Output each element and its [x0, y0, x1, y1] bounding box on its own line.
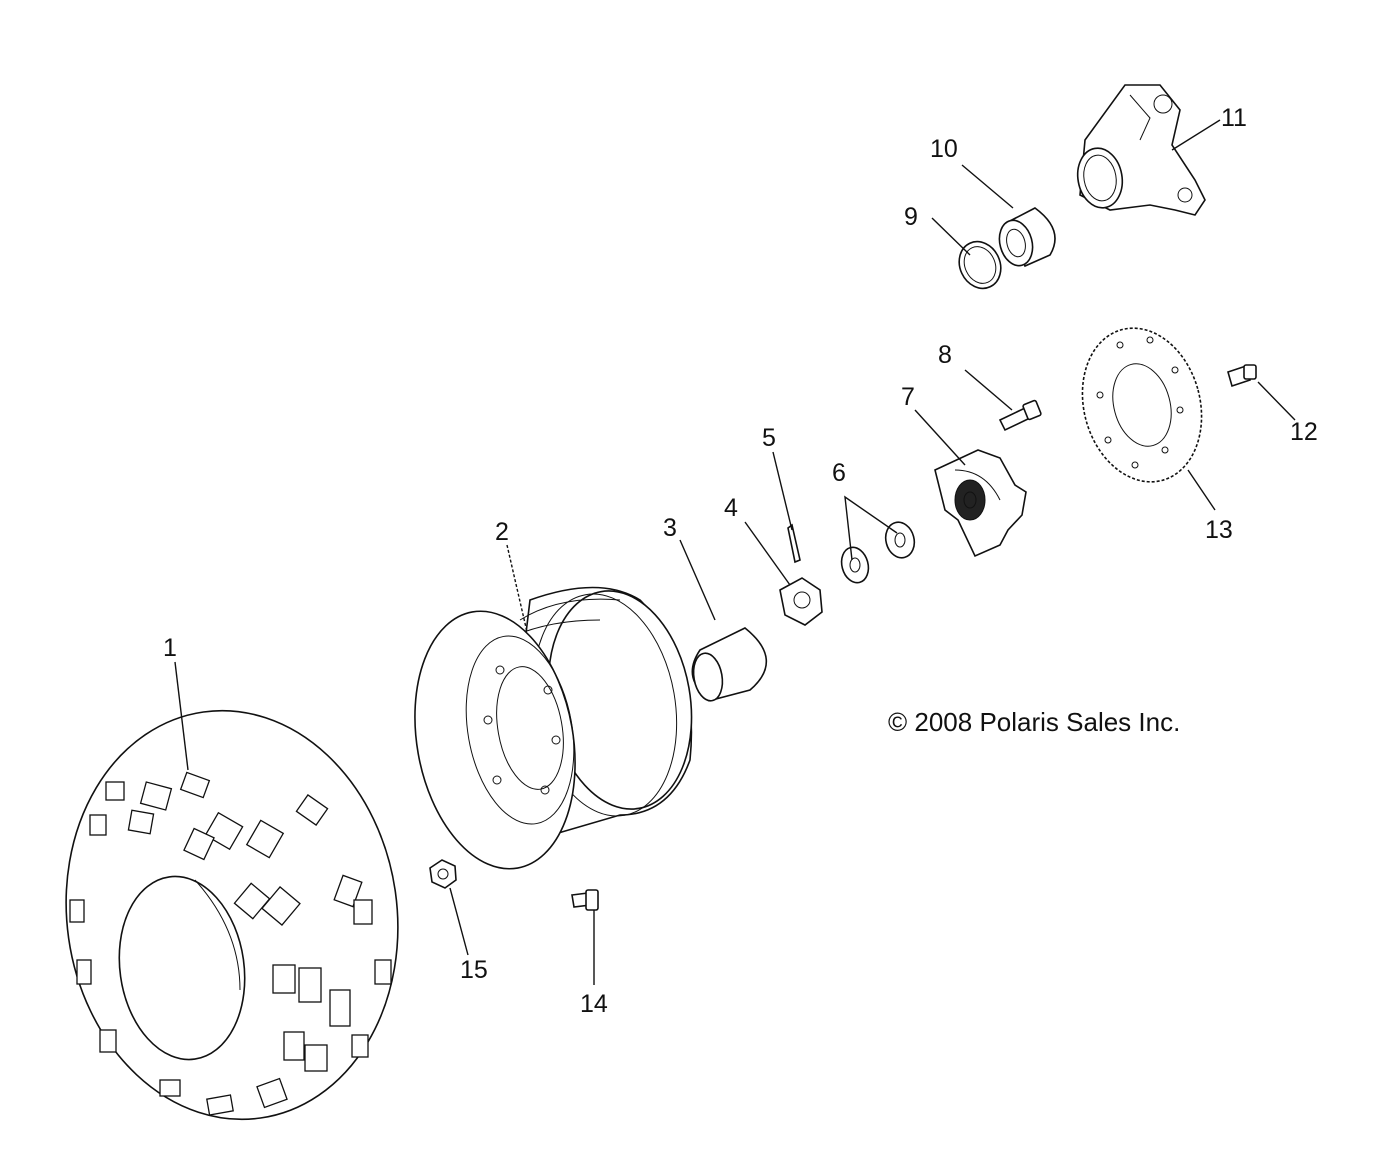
callout-6: 6 [832, 459, 846, 487]
lug-nut [429, 859, 457, 889]
copyright-notice: © 2008 Polaris Sales Inc. [888, 707, 1180, 737]
brake-disc [1081, 327, 1203, 483]
callout-14: 14 [580, 990, 608, 1018]
callout-7: 7 [901, 383, 915, 411]
rim-bolt-holes [483, 665, 561, 795]
callout-11: 11 [1221, 104, 1247, 132]
bearing [998, 207, 1056, 268]
callout-8: 8 [938, 341, 952, 369]
callout-5: 5 [762, 424, 776, 452]
callouts: 1 2 3 4 5 6 7 8 9 10 11 12 13 14 15 [163, 104, 1318, 1018]
leader-lines [174, 119, 1296, 985]
castle-nut [779, 577, 823, 626]
callout-10: 10 [930, 135, 958, 163]
callout-13: 13 [1205, 516, 1233, 544]
tire-tread [69, 771, 392, 1116]
cotter-pin [787, 523, 801, 564]
washers [840, 521, 916, 584]
callout-4: 4 [724, 494, 738, 522]
callout-1: 1 [163, 634, 177, 662]
hub-bolt [998, 399, 1042, 432]
callout-9: 9 [904, 203, 918, 231]
hub-cap [691, 627, 768, 702]
callout-2: 2 [495, 518, 509, 546]
brake-disc-holes [1096, 336, 1184, 469]
wheel-hub [934, 449, 1027, 558]
callout-15: 15 [460, 956, 488, 984]
tire [65, 709, 399, 1121]
valve-stem [571, 889, 599, 911]
hub-carrier [1076, 84, 1206, 216]
snap-ring [958, 240, 1002, 290]
wheel-rim [414, 586, 693, 870]
disc-bolt [1227, 364, 1257, 388]
callout-3: 3 [663, 514, 677, 542]
callout-12: 12 [1290, 418, 1318, 446]
